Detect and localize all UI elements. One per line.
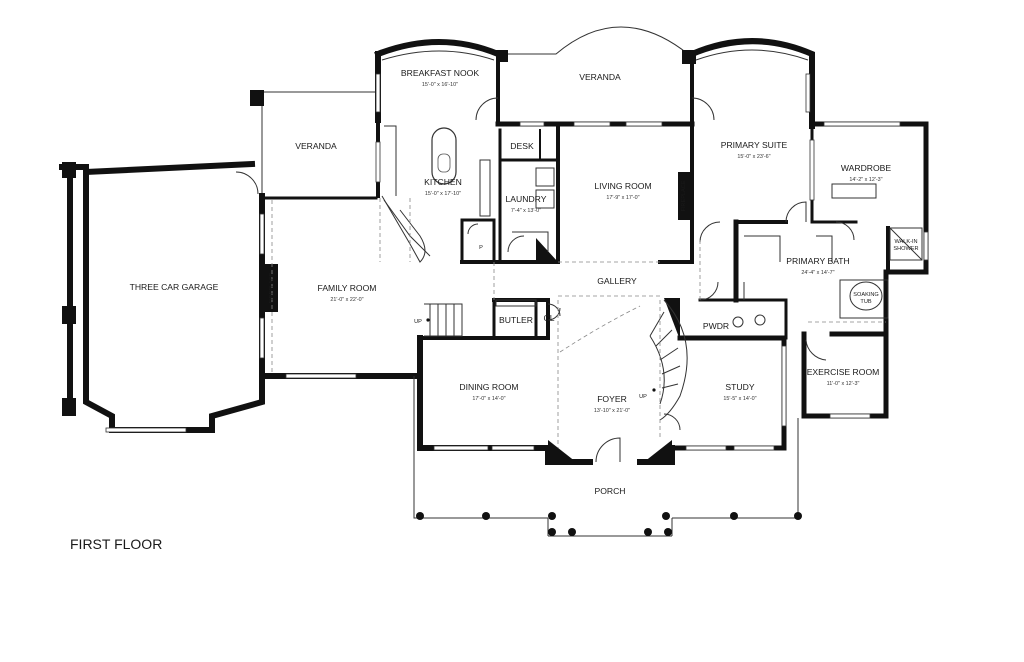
room-name-exercise: EXERCISE ROOM [807,367,880,377]
room-dims-wardrobe: 14'-2" x 12'-3" [849,177,882,183]
garage-pier-mid [62,306,76,324]
stair-up-label-family: UP [414,319,422,325]
room-dims-primary-bath: 24'-4" x 14'-7" [801,270,834,276]
room-dims-primary-suite: 15'-0" x 23'-6" [737,154,770,160]
fireplace-label-family: FIREPLACE [269,272,275,303]
room-name-kitchen: KITCHEN [424,177,462,187]
room-name-veranda-left: VERANDA [295,141,337,151]
pantry-label: P [479,245,483,251]
living-fireplace-hearth [678,172,694,220]
room-dims-family: 21'-0" x 22'-0" [330,297,363,303]
garage-pier-top [62,162,76,178]
room-name-laundry: LAUNDRY [506,194,547,204]
room-dims-dining: 17'-0" x 14'-0" [472,396,505,402]
room-name-garage: THREE CAR GARAGE [130,282,219,292]
dashed-openings [271,198,886,448]
soaking-tub-label-2: TUB [860,299,871,305]
room-name-cl: CL [544,313,555,323]
room-name-dining: DINING ROOM [459,382,518,392]
room-name-family: FAMILY ROOM [318,283,377,293]
walk-in-shower-label-2: SHOWER [893,246,918,252]
room-dims-exercise: 11'-0" x 12'-3" [827,381,860,387]
walk-in-shower-label-1: WALK-IN [894,239,917,245]
veranda-pier-left [496,50,508,62]
room-name-butler: BUTLER [499,315,533,325]
room-labels: BREAKFAST NOOK 15'-0" x 16'-10" VERANDA PRI… [130,68,892,496]
doors [235,97,855,463]
room-dims-foyer: 13'-10" x 21'-0" [594,408,630,414]
room-dims-laundry: 7'-4" x 13'-0" [511,208,541,214]
room-dims-living: 17'-9" x 17'-0" [606,195,639,201]
family-fireplace-hearth [262,264,278,312]
room-name-breakfast: BREAKFAST NOOK [401,68,479,78]
windows [105,49,929,451]
room-name-foyer: FOYER [597,394,627,404]
room-dims-breakfast: 15'-0" x 16'-10" [422,82,458,88]
room-name-desk: DESK [510,141,534,151]
room-name-pwdr: PWDR [703,321,729,331]
room-name-primary-suite: PRIMARY SUITE [721,140,788,150]
porch [413,376,802,537]
room-name-living: LIVING ROOM [594,181,651,191]
room-dims-kitchen: 15'-0" x 17'-10" [425,191,461,197]
small-labels: P UP UP FIREPLACE FIREPLACE SOAKING TUB … [269,180,919,400]
room-name-veranda-top: VERANDA [579,72,621,82]
stair-up-label-foyer: UP [639,394,647,400]
room-name-gallery: GALLERY [597,276,637,286]
floor-title: FIRST FLOOR [70,536,162,552]
walls [59,26,929,465]
room-name-primary-bath: PRIMARY BATH [786,256,850,266]
kitchen-island [431,127,457,185]
room-name-wardrobe: WARDROBE [841,163,892,173]
fireplace-label-living: FIREPLACE [681,180,687,211]
veranda-pier [250,90,264,106]
room-name-porch: PORCH [594,486,625,496]
fixtures [381,125,923,421]
garage-pier-bottom [62,398,76,416]
room-dims-study: 15'-5" x 14'-0" [723,396,756,402]
room-name-study: STUDY [725,382,754,392]
soaking-tub-label-1: SOAKING [853,292,879,298]
